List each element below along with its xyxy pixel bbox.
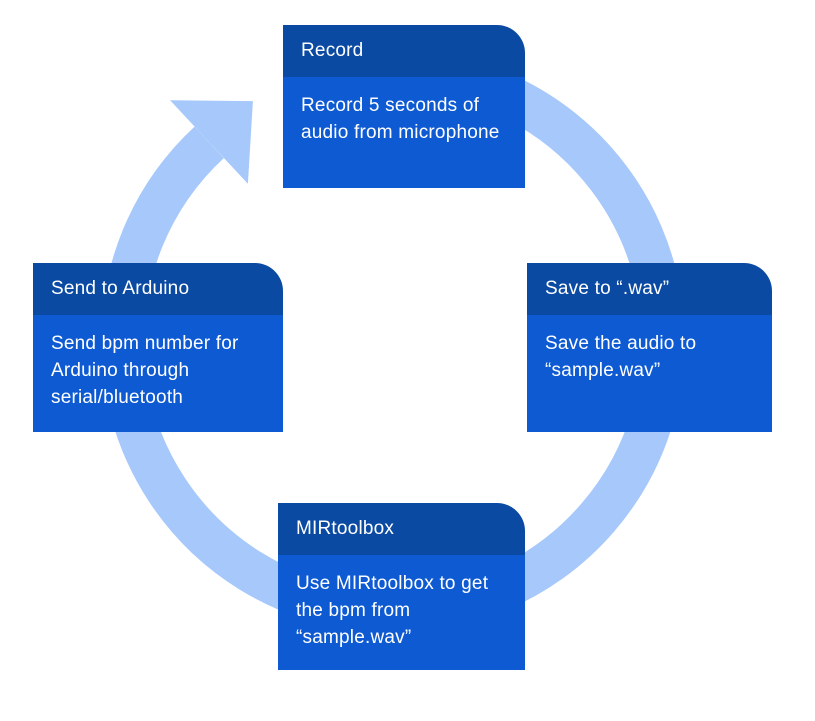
step-card-record: Record Record 5 seconds of audio from mi… bbox=[283, 25, 525, 188]
step-description: Use MIRtoolbox to get the bpm from “samp… bbox=[278, 555, 525, 670]
step-title: Save to “.wav” bbox=[545, 278, 670, 299]
step-title: Record bbox=[301, 40, 364, 61]
step-card-send-arduino: Send to Arduino Send bpm number for Ardu… bbox=[33, 263, 283, 432]
step-description: Send bpm number for Arduino through seri… bbox=[33, 315, 283, 432]
arrow-head-icon bbox=[170, 100, 253, 184]
step-card-header: Send to Arduino bbox=[33, 263, 283, 315]
step-title: Send to Arduino bbox=[51, 278, 190, 299]
step-card-header: Save to “.wav” bbox=[527, 263, 772, 315]
step-card-header: Record bbox=[283, 25, 525, 77]
step-card-save-wav: Save to “.wav” Save the audio to “sample… bbox=[527, 263, 772, 432]
step-description: Save the audio to “sample.wav” bbox=[527, 315, 772, 432]
step-card-mirtoolbox: MIRtoolbox Use MIRtoolbox to get the bpm… bbox=[278, 503, 525, 670]
step-description: Record 5 seconds of audio from microphon… bbox=[283, 77, 525, 188]
step-card-header: MIRtoolbox bbox=[278, 503, 525, 555]
step-title: MIRtoolbox bbox=[296, 518, 395, 539]
